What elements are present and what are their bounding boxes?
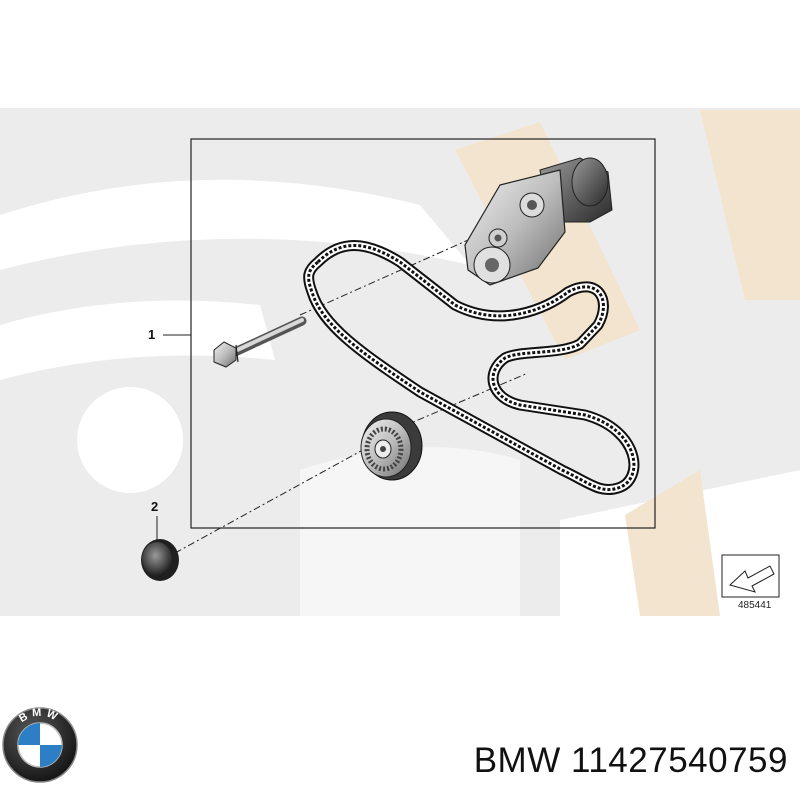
footer: BMW BMW 11427540759 [0,705,800,785]
pulley-cover-cap [141,539,179,581]
part-caption: BMW 11427540759 [474,741,788,781]
diagram-number: 485441 [738,600,772,611]
tensioner-bolt [213,316,307,368]
callout-2: 2 [151,499,159,514]
part-number: 11427540759 [570,741,788,780]
diagram-symbol [721,554,780,598]
watermark-background [0,108,800,616]
brand-name: BMW [473,741,561,780]
assembly-frame [190,138,656,529]
bmw-logo-icon: BMW [2,707,78,783]
idler-pulley [360,411,423,481]
ribbed-v-belt [303,240,640,496]
callout-1: 1 [148,327,156,342]
belt-tensioner [464,157,613,286]
